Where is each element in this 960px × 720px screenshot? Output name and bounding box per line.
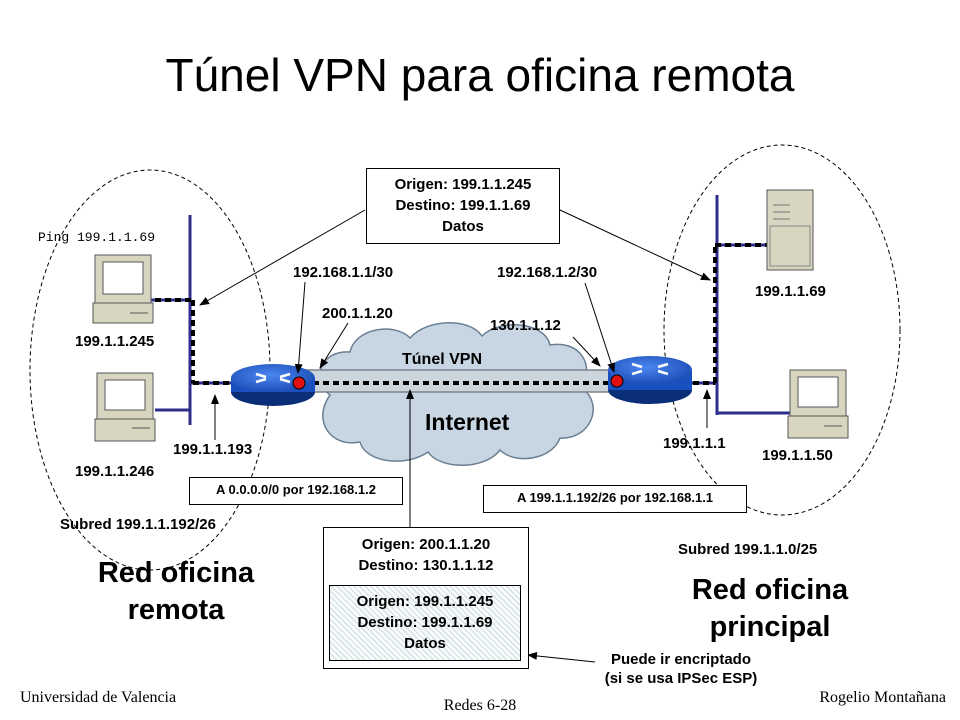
packet-bottom-outer-destination: Destino: 130.1.1.12 bbox=[358, 557, 494, 574]
subnet-left: Subred 199.1.1.192/26 bbox=[60, 516, 216, 533]
router-left-icon bbox=[231, 364, 315, 406]
label-tunnel-left: 192.168.1.1/30 bbox=[293, 264, 394, 281]
router-right-icon bbox=[608, 356, 692, 404]
ping-command: Ping 199.1.1.69 bbox=[38, 230, 156, 245]
packet-bottom-inner-box: Origen: 199.1.1.245 Destino: 199.1.1.69 … bbox=[329, 585, 521, 661]
label-router-left-public: 200.1.1.20 bbox=[322, 305, 393, 322]
pc-246-icon bbox=[94, 372, 156, 442]
label-host-69: 199.1.1.69 bbox=[755, 283, 826, 300]
footer-slide-number: Redes 6-28 bbox=[443, 697, 517, 714]
packet-top-box: Origen: 199.1.1.245 Destino: 199.1.1.69 … bbox=[366, 168, 560, 244]
server-69-icon bbox=[766, 189, 814, 271]
main-office-boundary bbox=[663, 144, 901, 516]
subnet-right: Subred 199.1.1.0/25 bbox=[678, 541, 818, 558]
label-internet: Internet bbox=[425, 409, 510, 435]
packet-bottom-box: Origen: 200.1.1.20 Destino: 130.1.1.12 O… bbox=[323, 527, 529, 669]
label-router-left-lan: 199.1.1.193 bbox=[173, 441, 253, 458]
packet-bottom-inner-data: Datos bbox=[404, 635, 446, 652]
label-host-245: 199.1.1.245 bbox=[75, 333, 155, 350]
route-right: A 199.1.1.192/26 por 192.168.1.1 bbox=[483, 485, 747, 513]
footer-author: Rogelio Montañana bbox=[819, 689, 946, 706]
packet-bottom-inner-destination: Destino: 199.1.1.69 bbox=[357, 614, 493, 631]
route-left: A 0.0.0.0/0 por 192.168.1.2 bbox=[189, 477, 403, 505]
label-router-right-public: 130.1.1.12 bbox=[490, 317, 561, 334]
footer-university: Universidad de Valencia bbox=[20, 689, 177, 706]
internet-cloud bbox=[319, 322, 594, 466]
pc-245-icon bbox=[92, 254, 154, 324]
pc-50-icon bbox=[787, 369, 849, 439]
label-tunnel: Túnel VPN bbox=[402, 351, 483, 368]
packet-top-origin: Origen: 199.1.1.245 bbox=[394, 176, 532, 193]
office-left-title: Red oficina remota bbox=[97, 557, 255, 626]
label-router-right-lan: 199.1.1.1 bbox=[663, 435, 726, 452]
label-host-50: 199.1.1.50 bbox=[762, 447, 833, 464]
packet-bottom-outer-origin: Origen: 200.1.1.20 bbox=[361, 536, 491, 553]
encryption-note: Puede ir encriptado (si se usa IPSec ESP… bbox=[604, 651, 758, 687]
page-title: Túnel VPN para oficina remota bbox=[165, 49, 795, 101]
office-right-title: Red oficina principal bbox=[691, 574, 849, 643]
packet-top-data: Datos bbox=[442, 218, 484, 235]
packet-bottom-inner-origin: Origen: 199.1.1.245 bbox=[356, 593, 494, 610]
label-host-246: 199.1.1.246 bbox=[75, 463, 155, 480]
packet-top-destination: Destino: 199.1.1.69 bbox=[395, 197, 531, 214]
label-tunnel-right: 192.168.1.2/30 bbox=[497, 264, 598, 281]
arrows bbox=[199, 209, 711, 663]
